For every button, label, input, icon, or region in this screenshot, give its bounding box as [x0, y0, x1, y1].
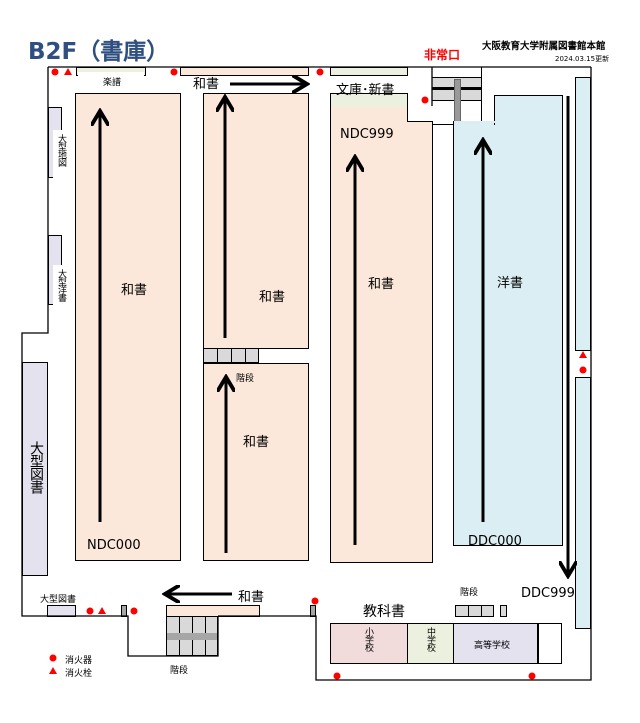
extinguisher-icon	[579, 366, 587, 374]
extinguisher-icon	[528, 672, 536, 680]
extinguisher-icon	[311, 597, 319, 605]
sheet-music-label-box: 楽譜	[78, 72, 144, 90]
large-books-side-label: 大型図書	[28, 441, 44, 493]
washo-top-label: 和書	[193, 77, 220, 92]
ddc000-label: DDC000	[468, 534, 522, 549]
stairs-right-small	[500, 605, 507, 617]
high-school-label: 高等学校	[474, 641, 511, 651]
textbooks-label: 教科書	[363, 604, 405, 620]
extinguisher-icon	[51, 68, 59, 76]
ndc999-label: NDC999	[340, 127, 394, 142]
emergency-exit-label: 非常口	[424, 48, 461, 62]
extinguisher-icon	[170, 68, 178, 76]
stairs-middle-label: 階段	[236, 374, 255, 384]
legend-hydrant-label: 消火栓	[65, 669, 93, 679]
shelf-block-b-upper	[203, 93, 309, 349]
extinguisher-icon	[316, 68, 324, 76]
page-title: B2F（書庫）	[28, 39, 170, 65]
washo-c-label: 和書	[368, 277, 395, 292]
stairs-middle	[203, 348, 259, 363]
large-western-label: 大型洋書	[56, 269, 66, 301]
wall-line	[407, 121, 433, 122]
hydrant-icon	[64, 68, 72, 75]
library-name: 大阪教育大学附属図書館本館	[482, 41, 606, 52]
junior-high-shelf: 中学校	[407, 623, 454, 664]
walls	[21, 66, 592, 681]
elementary-label: 小学校	[363, 627, 373, 651]
stairs-right-label: 階段	[460, 588, 479, 598]
washo-b-lower-label: 和書	[243, 435, 270, 450]
sheet-music-label: 楽譜	[103, 78, 122, 88]
large-books-shelf: 大型図書	[22, 362, 48, 576]
hydrant-icon	[98, 607, 106, 614]
stairs-bottom	[166, 616, 218, 656]
large-maps-label: 大型地図	[56, 134, 66, 166]
yosho-label: 洋書	[497, 276, 524, 291]
shelf-block-c	[330, 121, 433, 563]
ddc999-label: DDC999	[521, 586, 575, 601]
high-school-shelf: 高等学校	[453, 623, 538, 664]
shelf-block-d	[453, 121, 563, 546]
washo-b-upper-label: 和書	[259, 290, 286, 305]
large-books-bottom-label: 大型図書	[40, 595, 77, 605]
extinguisher-icon	[86, 607, 94, 615]
shelf-block-a	[75, 93, 181, 561]
shelf-block-b-lower	[203, 363, 309, 561]
textbook-empty-shelf	[537, 623, 562, 664]
ndc000-label: NDC000	[87, 538, 141, 553]
legend-extinguisher-label: 消火器	[65, 656, 93, 666]
washo-a-label: 和書	[121, 283, 148, 298]
extinguisher-icon	[333, 672, 341, 680]
legend-extinguisher-icon	[49, 654, 57, 662]
emergency-stairs	[432, 67, 482, 126]
hydrant-icon	[579, 351, 587, 358]
legend-hydrant-icon	[49, 667, 57, 674]
bunko-label: 文庫･新書	[336, 83, 395, 98]
stairs-right	[455, 605, 494, 617]
stairs-bottom-label: 階段	[170, 666, 189, 676]
extinguisher-icon	[421, 96, 429, 104]
extinguisher-icon	[130, 607, 138, 615]
junior-high-label: 中学校	[425, 627, 435, 651]
washo-bottom-label: 和書	[238, 590, 265, 605]
updated-date: 2024.03.15更新	[555, 55, 610, 63]
